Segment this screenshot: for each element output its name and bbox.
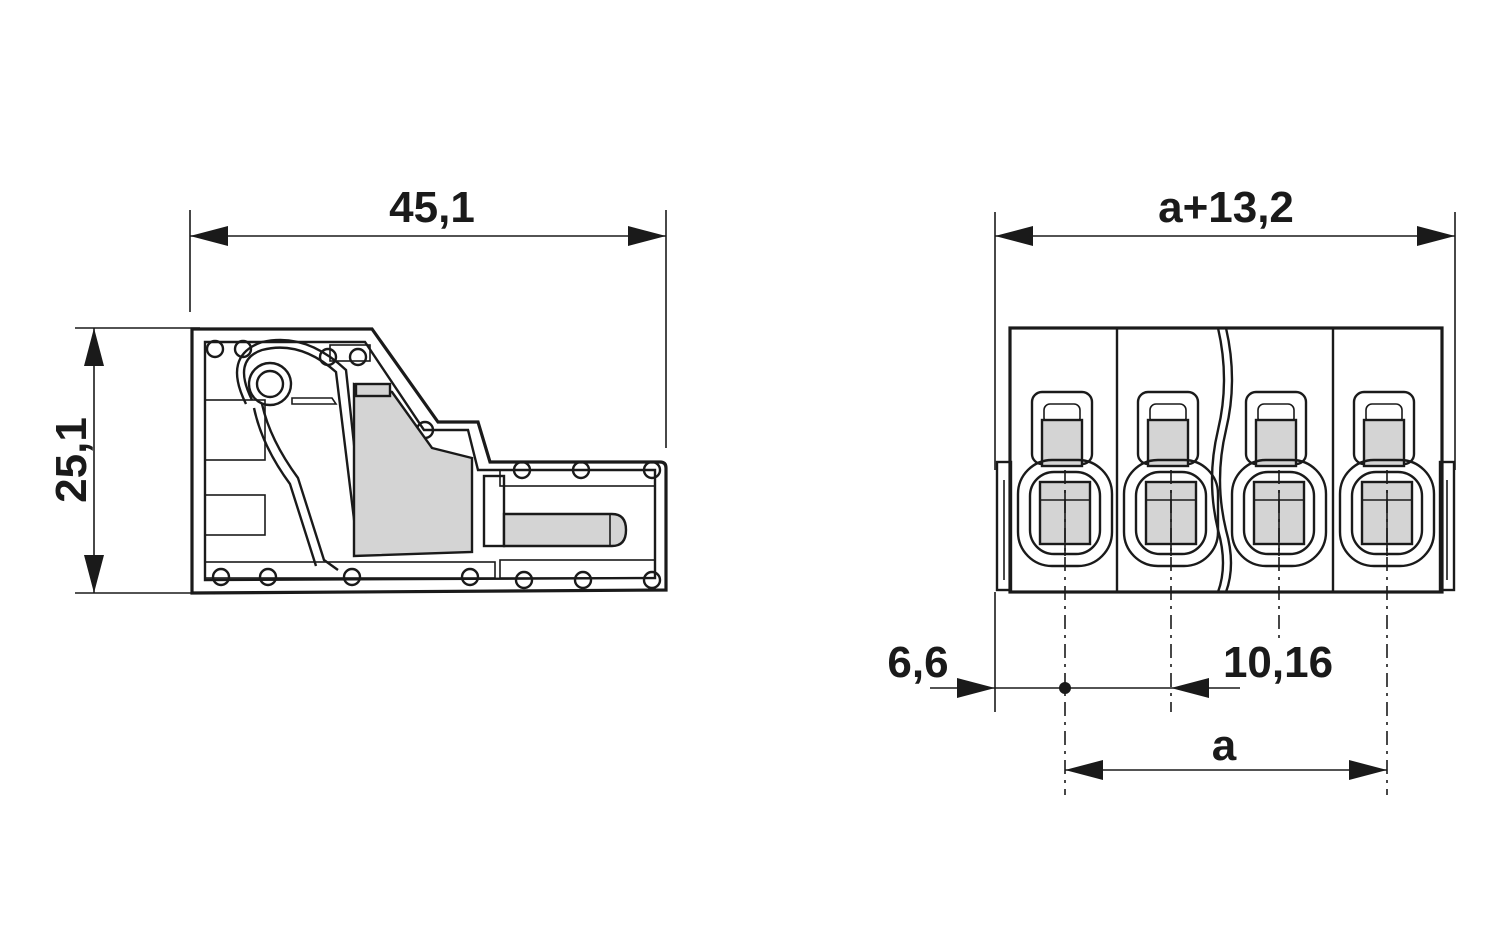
front-overall-dimension: a+13,2 [994,183,1456,470]
front-view: a+13,2 [887,183,1456,795]
contact-block [352,382,474,558]
side-width-label: 45,1 [389,183,475,232]
side-view: 45,1 25,1 [47,183,668,595]
side-width-dimension: 45,1 [189,183,667,448]
edge-offset-label: 6,6 [887,638,948,687]
side-height-label: 25,1 [47,417,96,503]
connector-side-section [190,327,668,595]
side-height-dimension: 25,1 [47,327,200,594]
connector-front-body [995,326,1456,594]
spring-clamp [235,338,368,571]
span-dimension: a [1065,721,1387,780]
front-overall-label: a+13,2 [1158,183,1294,232]
connector-pin [482,474,628,548]
pitch-label: 10,16 [1223,638,1333,687]
center-lines [1064,470,1388,795]
pitch-dimension: 6,6 10,16 [887,638,1333,698]
span-label: a [1212,721,1237,770]
position-3 [1230,390,1328,568]
